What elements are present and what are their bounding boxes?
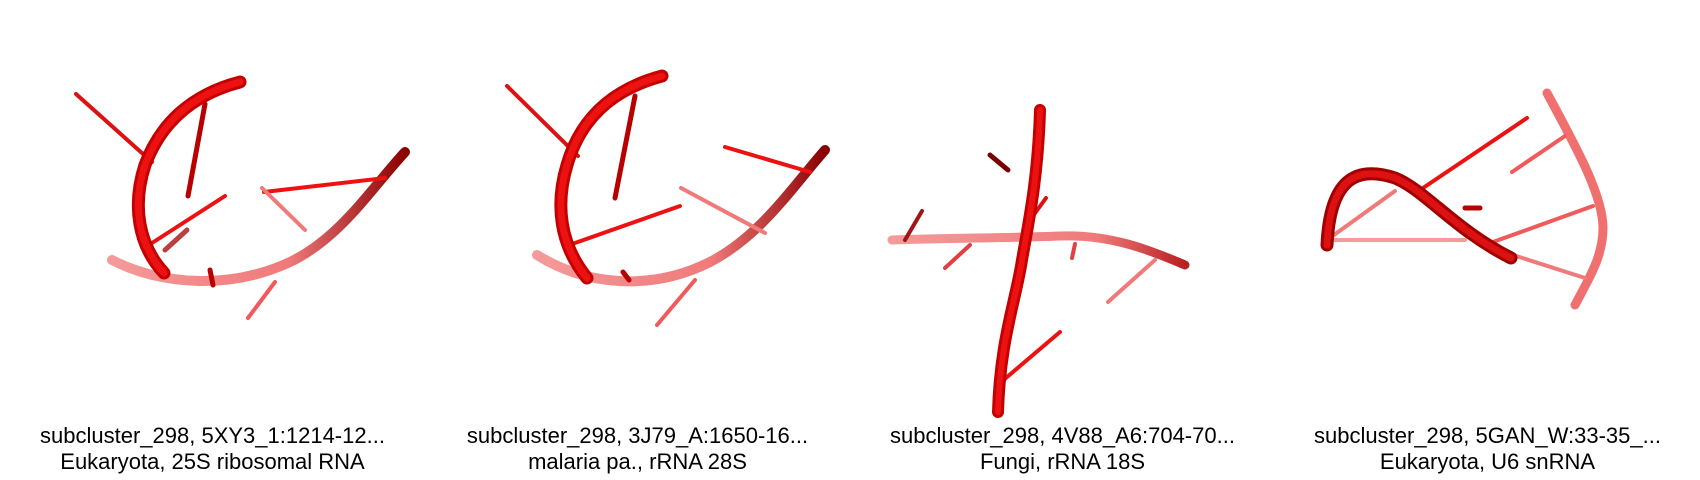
structure-panel-1[interactable]: subcluster_298, 5XY3_1:1214-12... Eukary… [0, 0, 425, 480]
structure-panel-2[interactable]: subcluster_298, 3J79_A:1650-16... malari… [425, 0, 850, 480]
structure-caption-id: subcluster_298, 5GAN_W:33-35_... [1314, 423, 1661, 448]
structure-caption-id: subcluster_298, 4V88_A6:704-70... [890, 423, 1235, 448]
structure-caption-id: subcluster_298, 5XY3_1:1214-12... [40, 423, 385, 448]
rna-structure-render [505, 69, 830, 327]
structure-caption-taxon: Eukaryota, U6 snRNA [1379, 449, 1596, 474]
structure-panel-4[interactable]: subcluster_298, 5GAN_W:33-35_... Eukaryo… [1275, 0, 1700, 480]
structure-caption-id: subcluster_298, 3J79_A:1650-16... [466, 423, 809, 448]
structure-caption-taxon: Eukaryota, 25S ribosomal RNA [60, 449, 365, 474]
rna-structure-render [74, 75, 410, 320]
structure-caption-taxon: Fungi, rRNA 18S [979, 449, 1146, 474]
structure-caption-taxon: malaria pa., rRNA 28S [528, 449, 747, 474]
rna-structure-render [887, 104, 1190, 418]
structure-panel-3[interactable]: subcluster_298, 4V88_A6:704-70... Fungi,… [850, 0, 1275, 480]
rna-structure-render [1320, 88, 1608, 310]
